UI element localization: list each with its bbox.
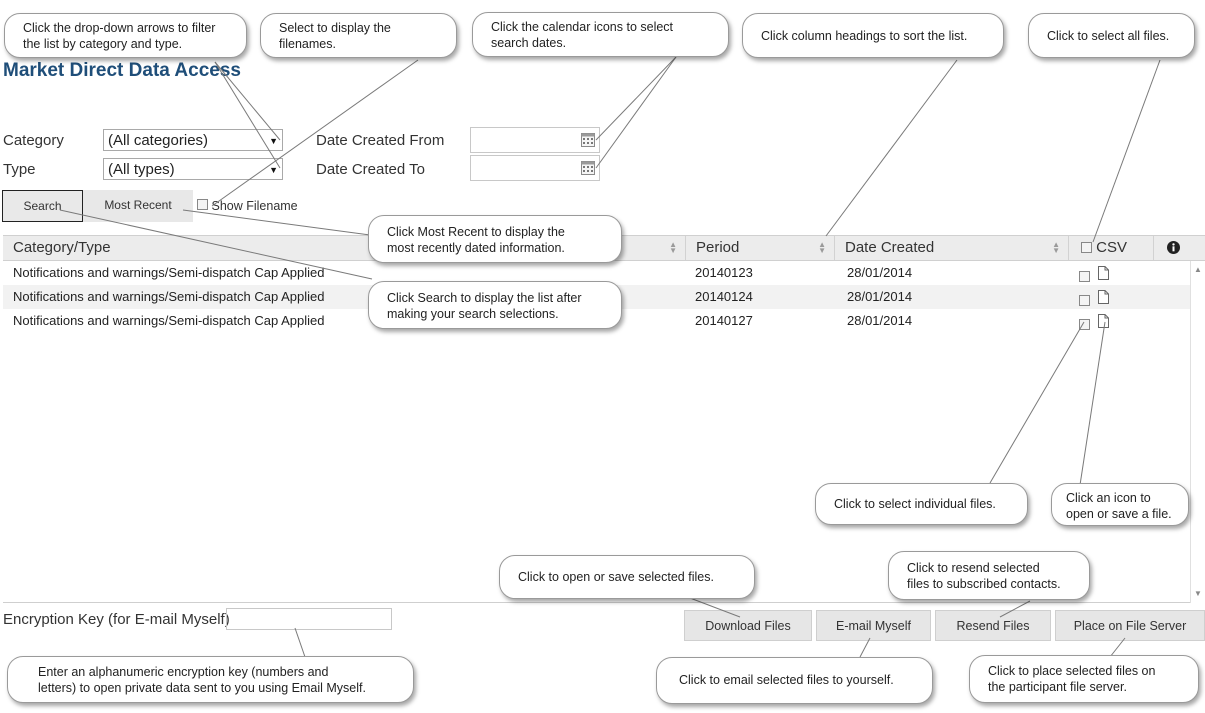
show-filename-label: Show Filename [211,199,298,213]
place-on-file-server-button[interactable]: Place on File Server [1055,610,1205,641]
file-icon[interactable] [1098,290,1109,304]
cell-period: 20140123 [695,265,753,280]
cell-category: Notifications and warnings/Semi-dispatch… [13,265,325,280]
file-icon[interactable] [1098,314,1109,328]
column-header-date-created[interactable]: Date Created ▲▼ [835,236,1069,260]
search-button[interactable]: Search [2,190,83,222]
date-from-label: Date Created From [316,132,445,149]
resend-files-button[interactable]: Resend Files [935,610,1051,641]
type-select[interactable]: (All types) ▼ [103,158,283,180]
results-grid [3,235,1205,603]
column-header-label: Period [696,239,740,256]
cell-period: 20140124 [695,289,753,304]
cell-date-created: 28/01/2014 [847,313,913,328]
callout-sort: Click column headings to sort the list. [742,13,1004,58]
file-icon[interactable] [1098,266,1109,280]
category-select-value: (All categories) [108,132,209,149]
cell-category: Notifications and warnings/Semi-dispatch… [13,289,325,304]
scroll-up-icon[interactable]: ▲ [1194,265,1202,274]
cell-date-created: 28/01/2014 [847,265,913,280]
column-header-label: CSV [1096,239,1128,256]
type-select-value: (All types) [108,161,175,178]
calendar-icon[interactable] [581,160,595,175]
info-icon[interactable] [1167,241,1180,254]
date-from-input[interactable] [470,127,600,153]
cell-category: Notifications and warnings/Semi-dispatch… [13,313,325,328]
column-header-period[interactable]: Period ▲▼ [686,236,835,260]
most-recent-button[interactable]: Most Recent [83,190,193,222]
column-header-label: Category/Type [13,239,111,256]
encryption-key-label: Encryption Key (for E-mail Myself) [3,611,230,628]
callout-open-save: Click to open or save selected files. [499,555,755,599]
callout-select-individual: Click to select individual files. [815,483,1028,525]
sort-icon[interactable]: ▲▼ [1052,240,1060,255]
dropdown-arrow-icon[interactable]: ▼ [269,136,278,146]
grid-scrollbar[interactable]: ▲ ▼ [1190,261,1205,603]
cell-period: 20140127 [695,313,753,328]
download-files-button[interactable]: Download Files [684,610,812,641]
table-row[interactable]: Notifications and warnings/Semi-dispatch… [3,309,1190,333]
callout-email: Click to email selected files to yoursel… [656,657,933,704]
date-to-label: Date Created To [316,161,425,178]
email-myself-button[interactable]: E-mail Myself [816,610,931,641]
dropdown-arrow-icon[interactable]: ▼ [269,165,278,175]
sort-icon[interactable]: ▲▼ [818,240,826,255]
cell-date-created: 28/01/2014 [847,289,913,304]
date-to-input[interactable] [470,155,600,181]
encryption-key-input[interactable] [226,608,392,630]
select-all-checkbox[interactable] [1081,242,1092,253]
row-checkbox[interactable] [1079,271,1090,282]
row-checkbox[interactable] [1079,295,1090,306]
scroll-down-icon[interactable]: ▼ [1194,589,1202,598]
category-label: Category [3,132,64,149]
show-filename-option[interactable]: Show Filename [197,199,298,213]
calendar-icon[interactable] [581,132,595,147]
column-header-info[interactable] [1154,236,1205,260]
sort-icon[interactable]: ▲▼ [669,240,677,255]
page-title: Market Direct Data Access [3,60,241,81]
category-select[interactable]: (All categories) ▼ [103,129,283,151]
callout-select-all: Click to select all files. [1028,13,1195,58]
show-filename-checkbox[interactable] [197,199,208,210]
column-header-label: Date Created [845,239,935,256]
column-header-csv[interactable]: CSV [1069,236,1154,260]
row-checkbox[interactable] [1079,319,1090,330]
type-label: Type [3,161,36,178]
callout-encryption: Enter an alphanumeric encryption key (nu… [7,656,414,703]
